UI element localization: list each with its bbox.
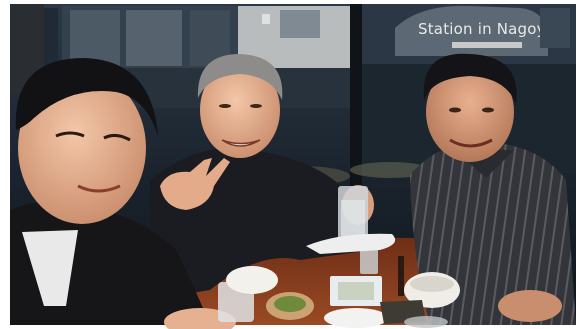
middle-person-hair: [197, 54, 283, 100]
left-person-eye-left: [55, 131, 85, 138]
left-person-eye-right: [103, 133, 131, 142]
middle-person-eye-left: [219, 104, 231, 108]
sign-underline: [452, 42, 522, 48]
chopsticks: [398, 256, 404, 296]
left-person-face: [18, 72, 146, 224]
building-window: [280, 10, 320, 38]
middle-person-smile: [221, 139, 261, 147]
left-person-hair: [15, 58, 158, 136]
right-person-smile: [449, 138, 493, 148]
peace-sign-hand: [160, 158, 230, 210]
small-glass: [360, 246, 378, 274]
green-vegetables: [274, 296, 306, 312]
left-person-tshirt: [22, 230, 78, 306]
wall-light: [262, 14, 270, 24]
folded-napkin: [306, 233, 396, 254]
station-sign-text: Station in Nagoya: [418, 20, 555, 38]
light-reflection-2: [350, 162, 430, 178]
middle-person-eye-right: [250, 104, 262, 108]
plate-food: [338, 282, 374, 300]
glass-bottom-right: [404, 316, 448, 328]
right-person-face: [426, 62, 514, 162]
right-person-hair: [423, 53, 517, 104]
middle-person-face: [200, 62, 280, 158]
window-mullion: [350, 4, 362, 234]
glass-water: [341, 200, 365, 240]
small-white-bowl: [226, 266, 278, 294]
right-person-eye-right: [482, 107, 494, 113]
round-plate: [324, 308, 388, 328]
rice-bowl-rim: [410, 276, 454, 292]
left-person-smile: [77, 184, 121, 193]
distant-building: [540, 8, 570, 48]
shop-door: [70, 10, 120, 66]
foreground-hand: [164, 308, 236, 329]
left-window-pane: [44, 8, 58, 66]
right-person-eye-left: [449, 107, 461, 113]
right-person-hand: [498, 290, 562, 322]
shop-glass: [126, 10, 182, 66]
